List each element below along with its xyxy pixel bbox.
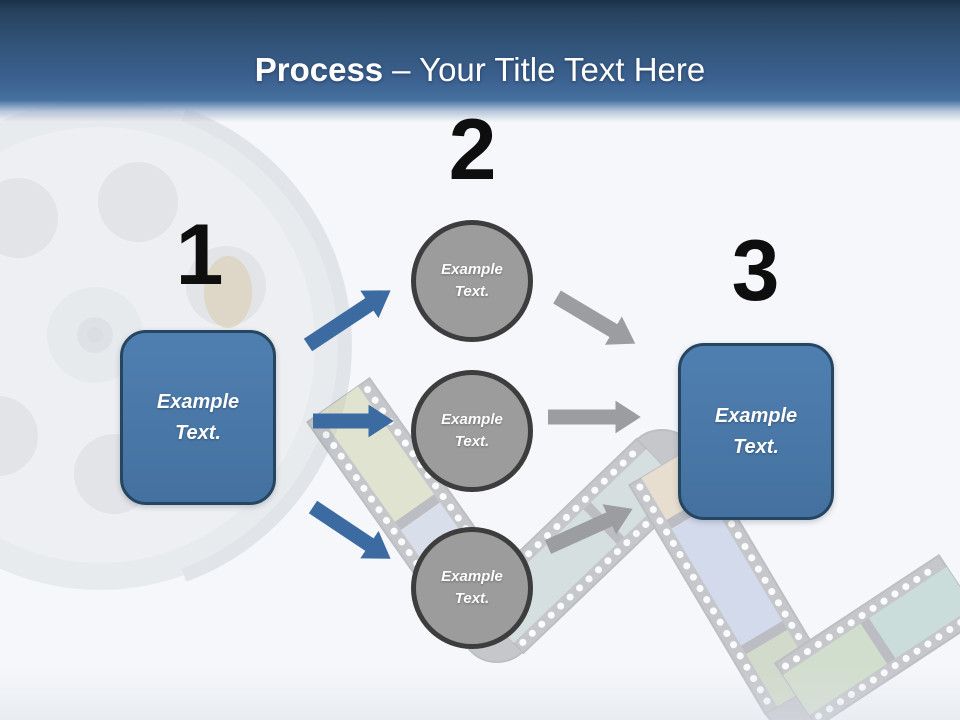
page-title-bold: Process: [254, 51, 384, 88]
floor-reflection: [0, 665, 960, 720]
step1-box-label: Example Text.: [156, 390, 240, 444]
step2-circle-3-label: Example Text.: [441, 567, 503, 608]
step1-box: Example Text.: [120, 330, 276, 505]
step2-circle-1: Example Text.: [411, 220, 533, 342]
step-number-1: 1: [175, 207, 224, 303]
step2-circle-2: Example Text.: [411, 370, 533, 492]
step-number-3: 3: [731, 223, 780, 319]
step3-box: Example Text.: [678, 343, 834, 520]
page-title: Process– Your Title Text Here: [0, 51, 960, 88]
step2-circle-1-label: Example Text.: [441, 260, 503, 301]
title-bar: [0, 0, 960, 122]
step2-circle-3: Example Text.: [411, 527, 533, 649]
page-title-rest: – Your Title Text Here: [392, 51, 706, 88]
step3-box-label: Example Text.: [714, 404, 798, 458]
film-strip-segment: [773, 553, 960, 720]
step-number-2: 2: [448, 102, 497, 198]
step2-circle-2-label: Example Text.: [441, 410, 503, 451]
